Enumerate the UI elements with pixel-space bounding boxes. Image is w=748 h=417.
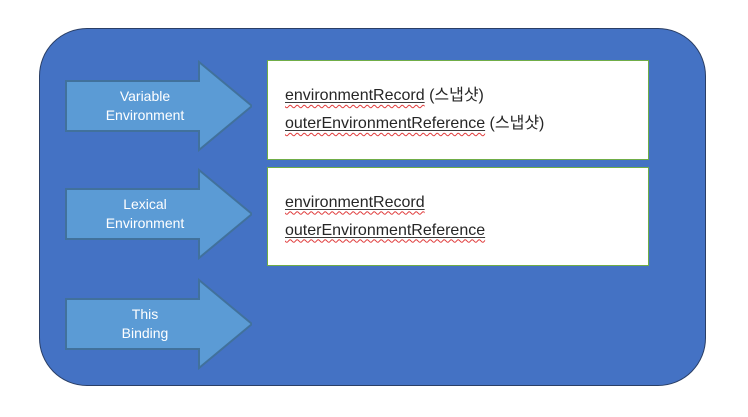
variable-environment-box: environmentRecord (스냅샷) outerEnvironment… <box>267 60 649 160</box>
arrow-label-this-binding: This Binding <box>66 280 224 368</box>
arrow-label-line: Environment <box>105 107 185 123</box>
arrow-label-line: Variable <box>119 88 171 104</box>
box-line-outer-environment-reference: outerEnvironmentReference (스냅샷) <box>285 110 648 138</box>
arrow-label-line: This <box>131 306 159 322</box>
term-underline-wrap: outerEnvironmentReference <box>285 115 485 132</box>
box-line-outer-environment-reference: outerEnvironmentReference <box>285 217 648 245</box>
term-outer-environment-reference: outerEnvironmentReference <box>285 221 486 239</box>
term-suffix-snapshot: (스냅샷) <box>485 115 545 132</box>
term-suffix-snapshot: (스냅샷) <box>424 87 484 104</box>
right-arrow-shape <box>65 278 252 370</box>
arrow-variable-environment: Variable Environment <box>64 60 252 152</box>
arrow-label-line: Lexical <box>123 196 167 212</box>
arrow-lexical-environment: Lexical Environment <box>64 168 252 260</box>
arrow-label-line: Environment <box>105 215 185 231</box>
arrow-label-lexical-environment: Lexical Environment <box>66 170 224 258</box>
term-underline-wrap: environmentRecord <box>285 87 425 104</box>
arrow-this-binding: This Binding <box>64 278 252 370</box>
arrow-label-line: Binding <box>121 325 169 341</box>
term-environment-record: environmentRecord <box>285 193 425 211</box>
term-underline-wrap: environmentRecord <box>285 194 425 211</box>
box-line-environment-record: environmentRecord <box>285 189 648 217</box>
right-arrow-shape <box>65 60 252 152</box>
box-line-environment-record: environmentRecord (스냅샷) <box>285 82 648 110</box>
term-environment-record: environmentRecord <box>285 87 425 104</box>
right-arrow-shape <box>65 168 252 260</box>
term-underline-wrap: outerEnvironmentReference <box>285 222 485 239</box>
arrow-label-variable-environment: Variable Environment <box>66 62 224 150</box>
lexical-environment-box: environmentRecord outerEnvironmentRefere… <box>267 167 649 266</box>
term-outer-environment-reference: outerEnvironmentReference <box>285 115 486 132</box>
outer-panel: Variable Environment Lexical Environment… <box>39 28 706 386</box>
